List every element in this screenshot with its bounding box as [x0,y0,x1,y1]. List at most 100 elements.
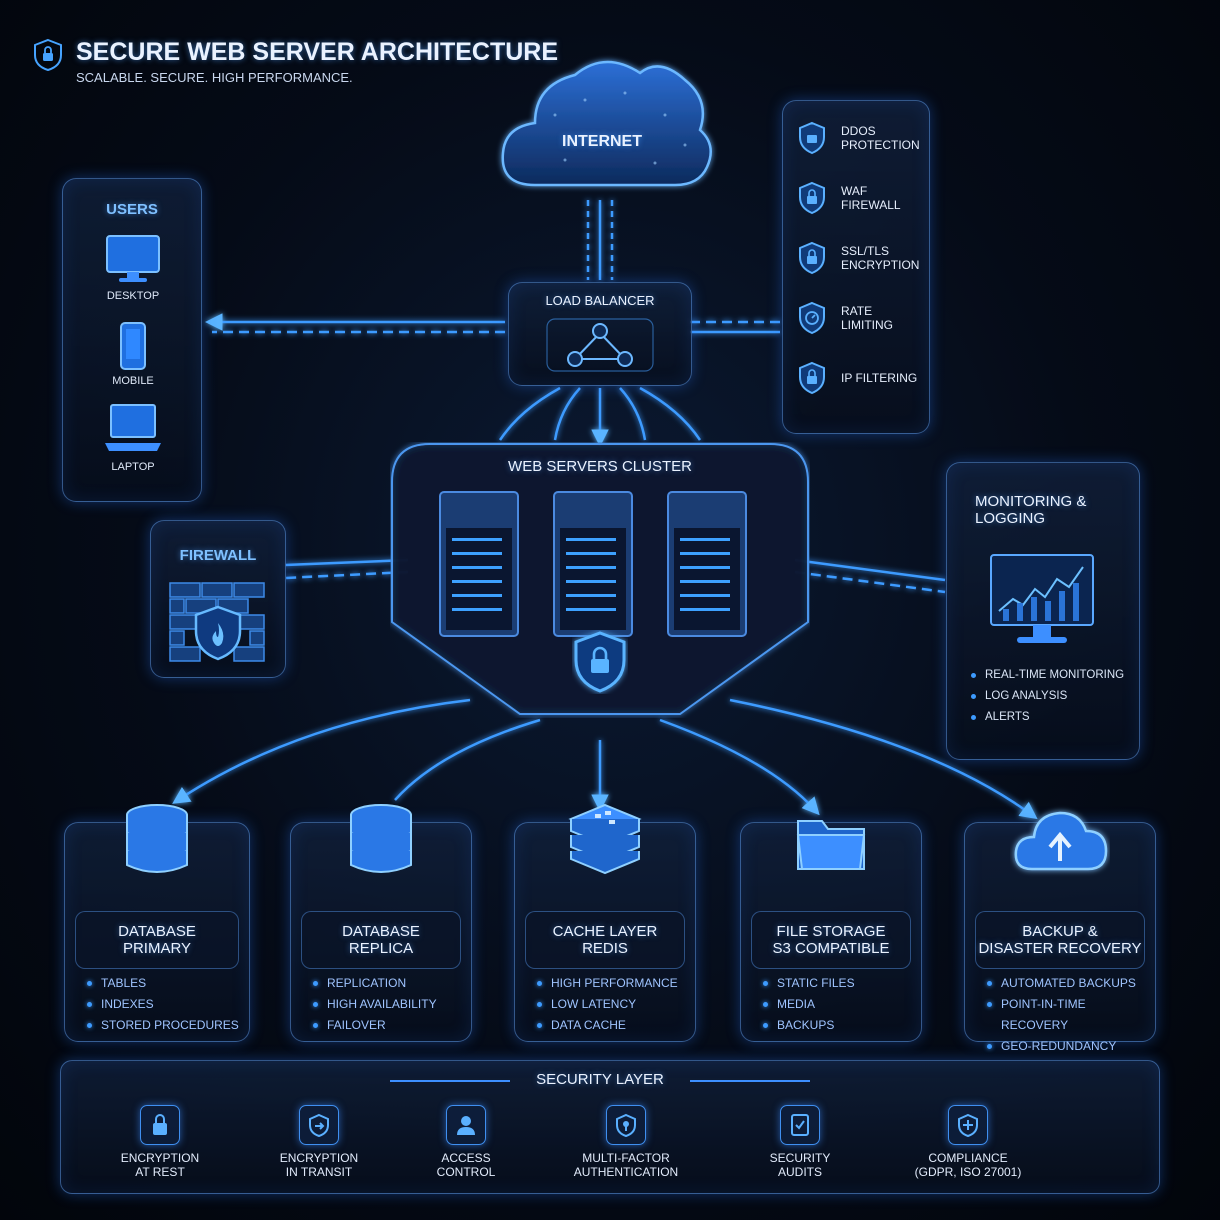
list-item: DATA CACHE [537,1015,678,1036]
user-icon [457,1116,475,1135]
security-perimeter-panel: DDOS PROTECTION WAF FIREWALL SSL/TLS ENC… [782,100,930,434]
security-item-line1: COMPLIANCE [928,1151,1008,1165]
device-laptop: LAPTOP [63,401,203,473]
device-mobile: MOBILE [63,321,203,387]
security-item-line1: ENCRYPTION [279,1151,359,1165]
database-icon [350,804,412,873]
perimeter-item-rate: RATE LIMITING [797,301,893,335]
list-item: FAILOVER [313,1015,437,1036]
security-item-line2: CONTROL [436,1165,496,1179]
service-name-line1: DATABASE [342,923,420,940]
perimeter-item-waf: WAF FIREWALL [797,181,901,215]
firewall-panel: FIREWALL [150,520,286,678]
server-rack-icon [667,491,747,637]
perimeter-item-ddos: DDOS PROTECTION [797,121,920,155]
service-name-line2: PRIMARY [122,940,192,957]
perimeter-ip-label: IP FILTERING [841,371,918,385]
network-node-icon [546,318,654,372]
security-item-line1: MULTI-FACTOR [582,1151,670,1165]
list-item: LOG ANALYSIS [971,686,1124,707]
laptop-icon [105,404,161,451]
lock-icon [799,181,825,215]
firewall-title: FIREWALL [179,547,257,564]
load-balancer-panel: LOAD BALANCER [508,282,692,386]
lock-icon [799,361,825,395]
lock-icon [153,1114,167,1135]
service-name-line1: FILE STORAGE [776,923,886,940]
list-item: REAL-TIME MONITORING [971,665,1124,686]
audit-icon [791,1114,809,1136]
server-rack-1 [438,490,520,643]
key-icon [616,1113,636,1137]
list-item: GEO-REDUNDANCY [987,1036,1155,1057]
list-item: AUTOMATED BACKUPS [987,973,1155,994]
transit-icon [309,1113,329,1137]
service-feature-list: STATIC FILES MEDIA BACKUPS [763,973,855,1036]
lock-icon [799,241,825,275]
perimeter-waf-label: WAF FIREWALL [841,184,901,212]
page-subtitle: SCALABLE. SECURE. HIGH PERFORMANCE. [76,70,353,85]
cache-stack-icon [568,803,642,875]
security-item-compliance: COMPLIANCE(GDPR, ISO 27001) [898,1105,1038,1179]
service-feature-list: AUTOMATED BACKUPS POINT-IN-TIME RECOVERY… [987,973,1155,1057]
list-item: HIGH AVAILABILITY [313,994,437,1015]
mobile-icon [120,322,146,370]
security-item-line2: IN TRANSIT [285,1165,353,1179]
list-item: POINT-IN-TIME RECOVERY [987,994,1155,1036]
service-name-line2: DISASTER RECOVERY [978,940,1142,957]
cloud-upload-icon [1014,811,1108,871]
folder-icon [796,820,866,870]
security-item-line1: SECURITY [769,1151,831,1165]
cloud-icon [501,60,712,187]
service-feature-list: REPLICATION HIGH AVAILABILITY FAILOVER [313,973,437,1036]
security-item-line2: AUDITS [777,1165,822,1179]
server-rack-icon [439,491,519,637]
list-item: INDEXES [87,994,239,1015]
service-feature-list: HIGH PERFORMANCE LOW LATENCY DATA CACHE [537,973,678,1036]
server-rack-icon [553,491,633,637]
monitor-chart-icon [990,554,1094,643]
monitoring-panel: MONITORING & LOGGING REAL-TIME MONITORIN… [946,462,1140,760]
list-item: MEDIA [763,994,855,1015]
mobile-label: MOBILE [112,375,154,387]
laptop-label: LAPTOP [111,461,155,473]
page-title: SECURE WEB SERVER ARCHITECTURE [76,38,558,66]
desktop-icon [106,235,160,282]
service-card-backup: BACKUP &DISASTER RECOVERY AUTOMATED BACK… [964,811,1156,1053]
list-item: HIGH PERFORMANCE [537,973,678,994]
security-item-line1: ACCESS [441,1151,491,1165]
monitoring-title: MONITORING & LOGGING [975,493,1087,527]
server-rack-2 [552,490,634,643]
compliance-icon [958,1113,978,1137]
internet-label: INTERNET [562,133,642,150]
load-balancer-label: LOAD BALANCER [545,293,655,308]
internet-cloud: INTERNET [495,45,720,205]
web-servers-cluster: WEB SERVERS CLUSTER [390,442,810,718]
server-rack-3 [666,490,748,643]
cluster-title: WEB SERVERS CLUSTER [508,458,692,475]
list-item: BACKUPS [763,1015,855,1036]
users-title: USERS [106,201,158,218]
list-item: STORED PROCEDURES [87,1015,239,1036]
desktop-label: DESKTOP [106,290,160,302]
service-name-line1: CACHE LAYER [552,923,658,940]
header-shield-icon [32,38,64,77]
list-item: ALERTS [971,707,1124,728]
monitoring-list: REAL-TIME MONITORING LOG ANALYSIS ALERTS [971,665,1124,728]
security-item-line2: AUTHENTICATION [573,1165,679,1179]
service-name-line2: S3 COMPATIBLE [772,940,890,957]
service-name-line1: BACKUP & [1022,923,1098,940]
users-panel: USERS DESKTOP MOBILE LAPTOP [62,178,202,502]
device-desktop: DESKTOP [63,234,203,302]
